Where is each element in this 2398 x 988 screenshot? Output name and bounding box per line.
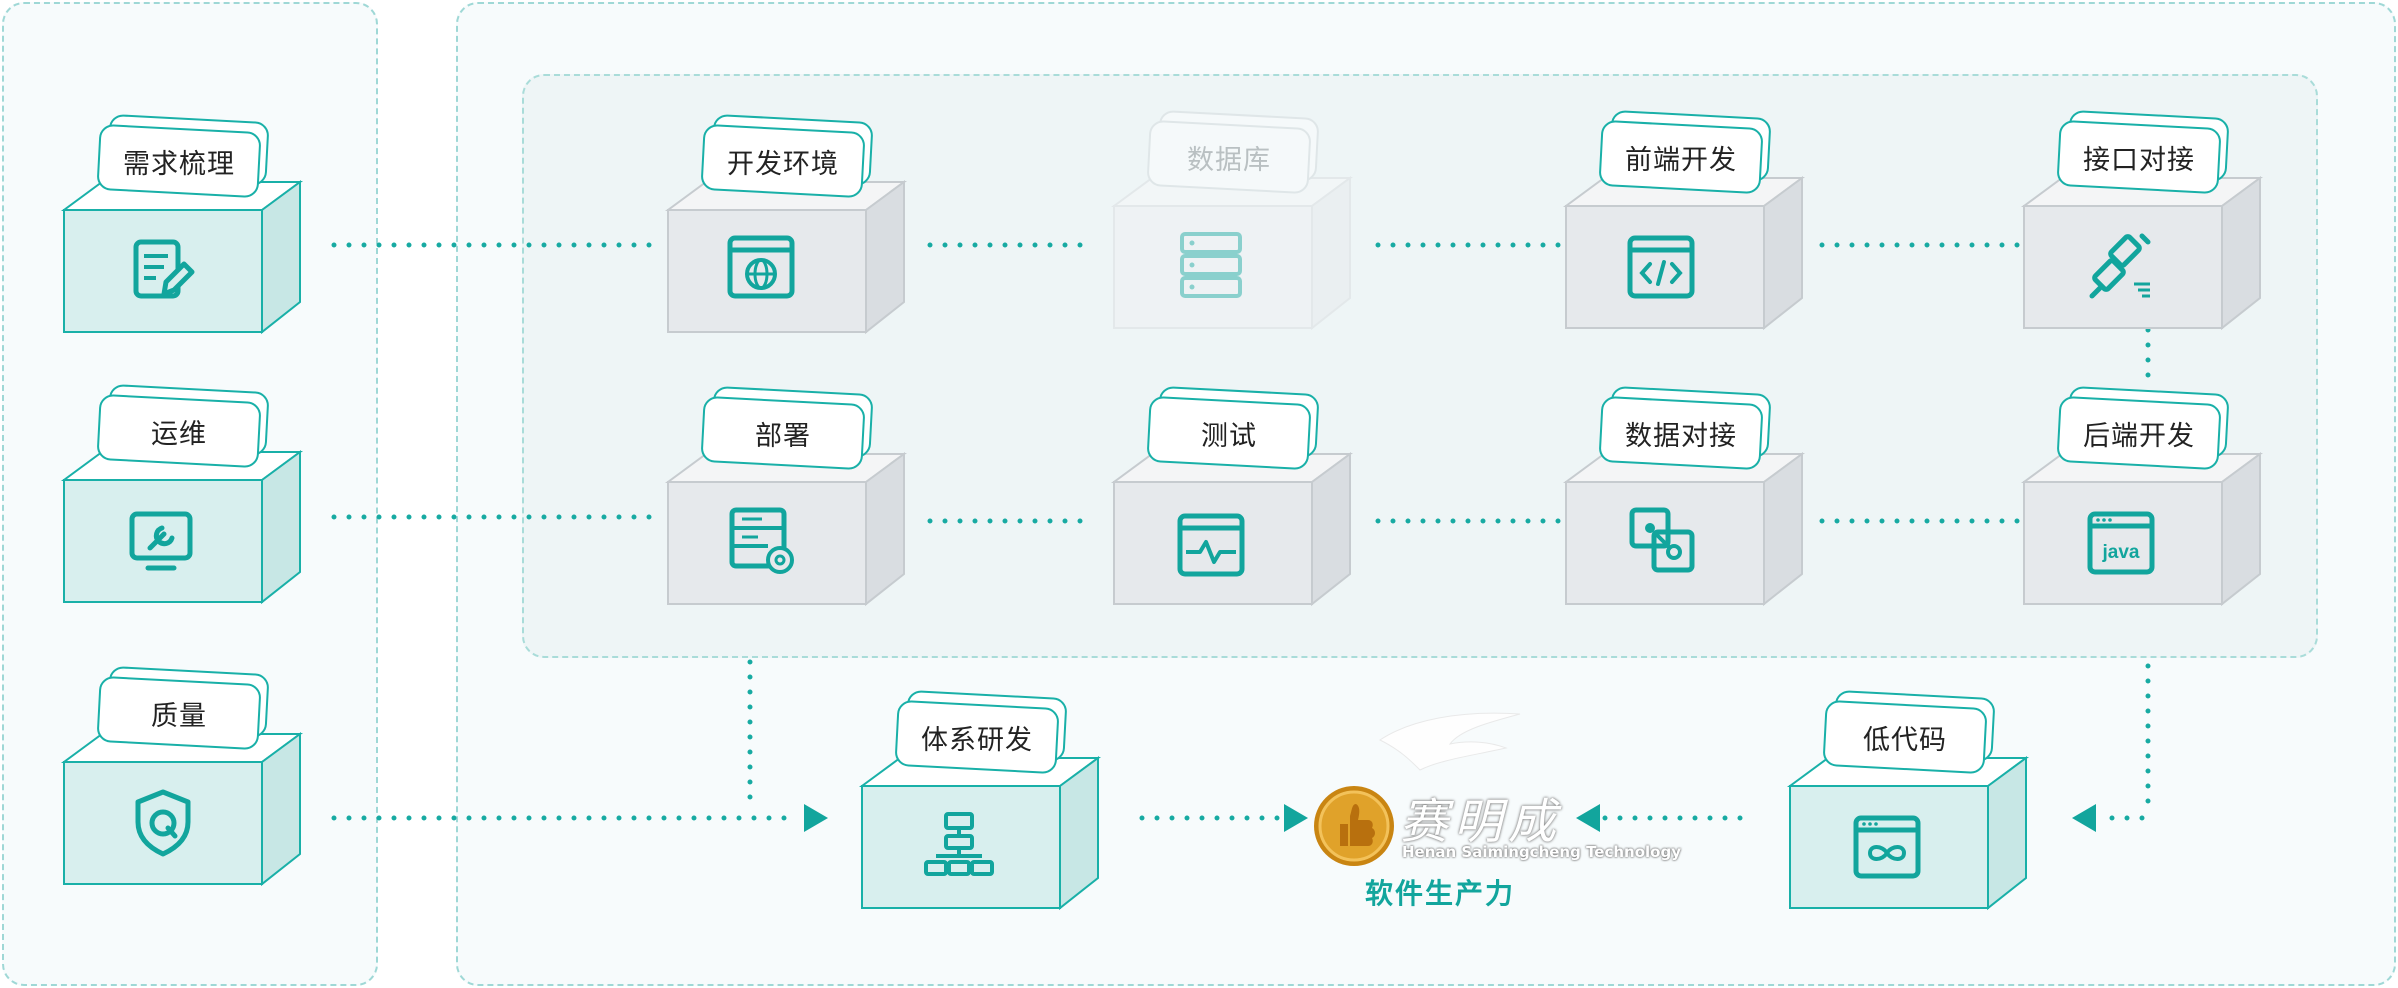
node-low-code[interactable]: 低代码 [1786, 689, 2030, 911]
node-label: 测试 [1201, 420, 1257, 452]
logo-brush-mark [1379, 712, 1521, 771]
company-logo [1314, 712, 1521, 866]
browser-globe-icon [727, 235, 795, 299]
node-label: 需求梳理 [123, 148, 235, 180]
svg-text:java: java [2102, 542, 2140, 563]
node-label-tag: 数据库 [1146, 109, 1320, 195]
node-label-tag: 测试 [1146, 385, 1320, 471]
node-label-tag: 后端开发 [2056, 385, 2230, 471]
node-label-tag: 体系研发 [894, 689, 1068, 775]
node-system-rd[interactable]: 体系研发 [858, 689, 1102, 911]
box-shape [1786, 756, 2030, 911]
node-label: 接口对接 [2083, 144, 2195, 176]
code-window-icon [1627, 235, 1695, 299]
node-label-tag: 前端开发 [1598, 109, 1772, 195]
node-label: 低代码 [1863, 724, 1947, 756]
node-label: 前端开发 [1625, 144, 1737, 176]
edit-document-icon [133, 239, 195, 299]
infinity-window-icon [1853, 815, 1921, 879]
server-gear-icon [729, 507, 794, 574]
database-server-icon [1180, 232, 1242, 298]
node-label: 后端开发 [2083, 420, 2195, 452]
box-shape [2020, 452, 2264, 607]
node-requirements[interactable]: 需求梳理 [60, 113, 304, 335]
node-database[interactable]: 数据库 [1110, 109, 1354, 331]
node-label: 开发环境 [727, 148, 839, 180]
node-label-tag: 需求梳理 [96, 113, 270, 199]
pulse-window-icon [1177, 513, 1245, 577]
node-label-tag: 低代码 [1822, 689, 1996, 775]
node-label: 运维 [151, 418, 207, 450]
node-label: 体系研发 [921, 724, 1033, 756]
logo-english-name: Henan Saimingcheng Technology [1402, 843, 1681, 861]
shield-q-icon [135, 789, 191, 857]
node-deploy[interactable]: 部署 [664, 385, 908, 607]
java-window-icon: java [2087, 511, 2155, 575]
node-label: 部署 [755, 420, 811, 452]
node-label: 数据库 [1187, 144, 1271, 176]
box-shape [1562, 176, 1806, 331]
node-label-tag: 开发环境 [700, 113, 874, 199]
node-label-tag: 部署 [700, 385, 874, 471]
node-frontend-dev[interactable]: 前端开发 [1562, 109, 1806, 331]
node-api-integration[interactable]: 接口对接 [2020, 109, 2264, 331]
node-quality[interactable]: 质量 [60, 665, 304, 887]
node-backend-dev[interactable]: 后端开发 java [2020, 385, 2264, 607]
node-dev-environment[interactable]: 开发环境 [664, 113, 908, 335]
node-testing[interactable]: 测试 [1110, 385, 1354, 607]
plug-connector-icon [2089, 233, 2151, 299]
node-label-tag: 接口对接 [2056, 109, 2230, 195]
linked-squares-icon [1629, 507, 1695, 573]
node-label-tag: 运维 [96, 383, 270, 469]
org-chart-icon [924, 812, 994, 876]
node-label: 质量 [151, 700, 207, 732]
logo-chinese-name: 赛明成 [1400, 794, 1563, 850]
node-label: 数据对接 [1625, 420, 1737, 452]
node-data-integration[interactable]: 数据对接 [1562, 385, 1806, 607]
center-caption: 软件生产力 [1364, 877, 1515, 910]
node-label-tag: 数据对接 [1598, 385, 1772, 471]
box-shape [1110, 176, 1354, 331]
box-shape [60, 732, 304, 887]
node-operations[interactable]: 运维 [60, 383, 304, 605]
node-label-tag: 质量 [96, 665, 270, 751]
monitor-wrench-icon [129, 511, 193, 571]
